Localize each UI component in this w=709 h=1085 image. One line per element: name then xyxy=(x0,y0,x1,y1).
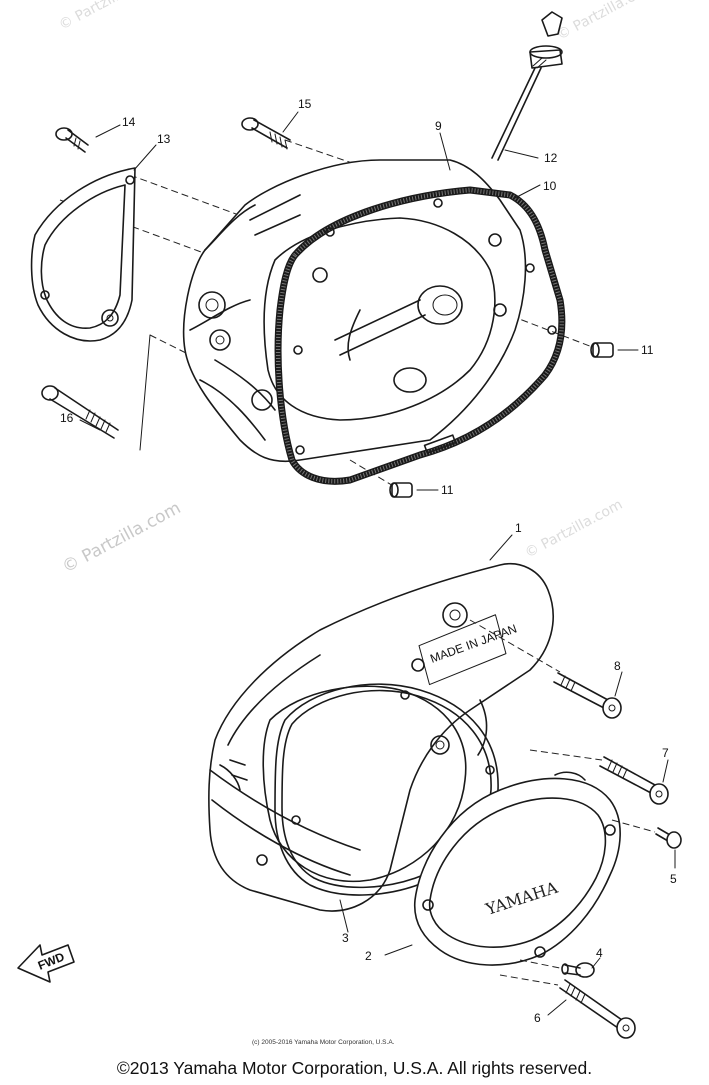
yamaha-cover-2: YAMAHA xyxy=(413,771,621,966)
callout-1: 1 xyxy=(515,521,522,535)
callout-14: 14 xyxy=(122,115,136,129)
bolt-6 xyxy=(559,979,636,1039)
callout-10: 10 xyxy=(543,179,557,193)
bolt-15 xyxy=(241,117,291,150)
dowel-pin-11-lower xyxy=(389,482,413,498)
callout-8: 8 xyxy=(614,659,621,673)
footer-copyright: ©2013 Yamaha Motor Corporation, U.S.A. A… xyxy=(116,1058,593,1078)
callout-4: 4 xyxy=(596,946,603,960)
bolt-16 xyxy=(41,385,119,439)
callout-15: 15 xyxy=(298,97,312,111)
callout-5: 5 xyxy=(670,872,677,886)
oil-level-gauge-12 xyxy=(491,11,563,161)
crankcase-left-cover xyxy=(182,159,527,463)
gasket-10 xyxy=(274,186,566,485)
screw-4 xyxy=(561,962,595,978)
alignment-lines-lower xyxy=(469,619,656,986)
callout-3: 3 xyxy=(342,931,349,945)
callout-2: 2 xyxy=(365,949,372,963)
leader-lines-upper xyxy=(79,111,639,491)
callout-12: 12 xyxy=(544,151,558,165)
leader-lines-lower xyxy=(339,534,676,1016)
screw-5 xyxy=(655,827,682,849)
diagram-copyright: (c) 2005-2016 Yamaha Motor Corporation, … xyxy=(252,1039,395,1046)
watermark-middle-right: © Partzilla.com xyxy=(522,497,625,562)
watermark-top-right: © Partzilla.com xyxy=(554,0,657,44)
callout-11-lower: 11 xyxy=(441,483,454,497)
bolt-14 xyxy=(55,127,89,153)
watermark-middle-left: © Partzilla.com xyxy=(59,498,184,577)
callout-7: 7 xyxy=(662,746,669,760)
callout-11-upper: 11 xyxy=(641,343,654,357)
watermark-top-left: © Partzilla.com xyxy=(56,0,159,34)
cover-13 xyxy=(30,167,136,342)
fwd-arrow-icon: FWD xyxy=(17,944,75,983)
dowel-pin-11-upper xyxy=(590,342,614,358)
callout-9: 9 xyxy=(435,119,442,133)
bolt-8 xyxy=(553,672,622,719)
callout-13: 13 xyxy=(157,132,171,146)
callout-numbers: 1 2 3 4 5 6 7 8 9 10 11 11 12 13 14 15 1… xyxy=(60,97,677,1025)
callout-6: 6 xyxy=(534,1011,541,1025)
callout-16: 16 xyxy=(60,411,74,425)
bolt-7 xyxy=(599,756,669,805)
